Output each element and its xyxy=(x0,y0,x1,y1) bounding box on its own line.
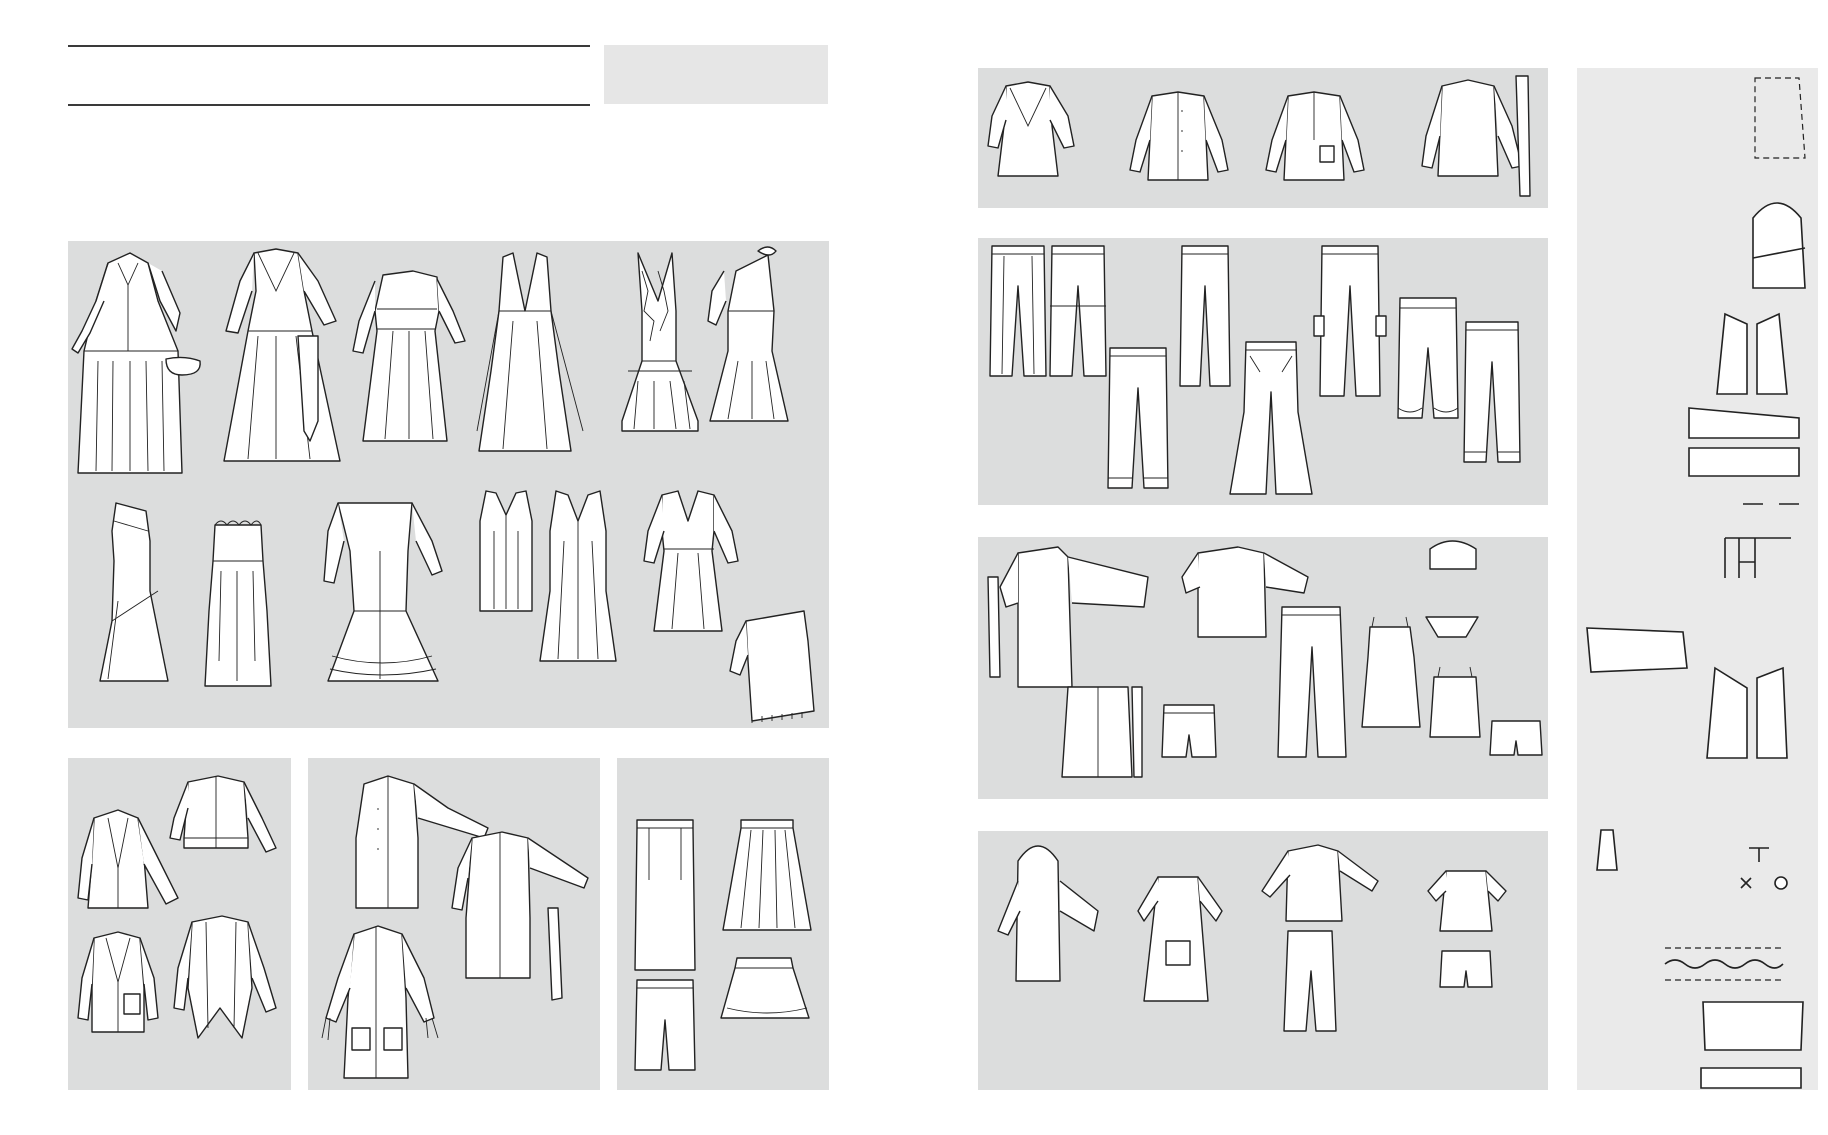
slip-dress xyxy=(1361,616,1421,728)
joggers xyxy=(1283,930,1337,1032)
trousers-pleated-knee xyxy=(1049,245,1107,377)
button-spacing-icon xyxy=(1724,537,1791,578)
dress-off-shoulder-tiered xyxy=(323,502,443,682)
panel-trousers xyxy=(978,238,1548,505)
trench-shirt-collar xyxy=(451,831,589,979)
panel-kids xyxy=(978,831,1548,1090)
sweatshirt-raglan xyxy=(1261,844,1379,922)
panel-dresses xyxy=(68,241,829,728)
pattern-symbols xyxy=(1586,77,1806,1089)
panel-jackets xyxy=(68,758,291,1090)
loungewear-illustrations xyxy=(987,540,1543,778)
skirts-illustrations xyxy=(634,819,812,1071)
dress-strapless-ruched xyxy=(204,520,272,687)
shorts-drawstring xyxy=(1161,704,1217,758)
panel-skirts xyxy=(617,758,829,1090)
belt-tie xyxy=(547,907,563,1001)
shorts-lounge xyxy=(1489,720,1543,756)
briefs-lace xyxy=(1425,616,1479,638)
blouse-puff xyxy=(1427,870,1507,932)
trousers-straight xyxy=(1179,245,1231,387)
dress-sleeveless-long xyxy=(539,490,617,662)
layout-plan-icon xyxy=(1700,1067,1802,1089)
pattern-piece-icon xyxy=(1754,77,1806,159)
dress-wrap-midi xyxy=(643,490,739,632)
shirt-classic xyxy=(1129,91,1229,181)
pattern-symbols-sidebar xyxy=(1577,68,1818,1090)
blouse-wrap-ruffle xyxy=(987,81,1075,177)
jeans-straight xyxy=(1463,321,1521,463)
stitch-lines-icon xyxy=(1664,947,1784,981)
left-page xyxy=(0,0,910,1135)
dress-deep-v-gown xyxy=(476,252,584,452)
dress-one-shoulder-mermaid xyxy=(99,502,169,682)
skirt-piece-icon xyxy=(1586,627,1688,673)
header-label-box xyxy=(604,45,828,104)
pants-wide-drawstring xyxy=(1277,606,1347,758)
bodice-pieces-icon xyxy=(1716,312,1788,395)
cut-edge-icon xyxy=(1702,1001,1804,1051)
dresses-illustrations xyxy=(71,246,815,723)
bra-lace xyxy=(1429,540,1477,570)
trousers-tie-belt-harem xyxy=(1397,297,1459,419)
dress-sleeveless-sheath xyxy=(479,490,533,612)
jackets-illustrations xyxy=(77,775,277,1039)
skirt-mini-ruffle xyxy=(720,957,810,1019)
sleeve-piece-icon xyxy=(1752,202,1806,289)
jeans-flare xyxy=(1229,341,1313,495)
presser-foot-icon xyxy=(1596,829,1618,871)
button-marks-icon xyxy=(1740,847,1788,890)
skirt-pencil-long xyxy=(634,819,696,971)
trousers-cargo xyxy=(1313,245,1387,397)
panel-tops xyxy=(978,68,1548,208)
jacket-peplum xyxy=(77,809,179,909)
trousers-illustrations xyxy=(989,245,1521,495)
trousers-cuffed xyxy=(1107,347,1169,489)
header-rule-bottom xyxy=(68,104,590,106)
coat-feather-cuff xyxy=(321,925,439,1079)
cami-set xyxy=(1429,666,1481,738)
shorts-elastic xyxy=(1439,950,1493,988)
vest-shawl xyxy=(1061,686,1143,778)
dress-smock xyxy=(1137,876,1223,1002)
panel-coats xyxy=(308,758,600,1090)
dress-sequin-mermaid xyxy=(621,252,699,432)
dress-yoke-fitted xyxy=(352,270,466,442)
bodice-sleeve-icon xyxy=(1706,666,1788,759)
dress-one-shoulder-ruffle xyxy=(707,246,789,422)
right-page xyxy=(910,0,1828,1135)
cardigan-waterfall xyxy=(173,915,277,1039)
panel-loungewear xyxy=(978,537,1548,799)
blouse-scarf-tie xyxy=(1421,75,1531,197)
jacket-pajama xyxy=(1181,546,1309,638)
jacket-blazer-patch-pocket xyxy=(77,931,159,1033)
robe-kimono xyxy=(987,546,1149,688)
dress-shirt-collar-belted xyxy=(71,252,201,474)
shirt-henley xyxy=(1265,91,1365,181)
coats-illustrations xyxy=(321,775,589,1079)
skirt-pleated-midi xyxy=(722,819,812,931)
header-rule-top xyxy=(68,45,590,47)
kids-illustrations xyxy=(997,844,1507,1032)
top-one-shoulder-fringe xyxy=(729,610,815,723)
trousers-pleated xyxy=(989,245,1047,377)
trouser-pieces-icon xyxy=(1688,407,1800,477)
shorts-bermuda xyxy=(634,979,696,1071)
dress-v-neck-long-sleeve xyxy=(223,248,341,462)
tops-illustrations xyxy=(987,75,1531,197)
coat-hooded xyxy=(997,845,1099,982)
jacket-bomber xyxy=(169,775,277,853)
coat-stand-collar xyxy=(355,775,489,909)
